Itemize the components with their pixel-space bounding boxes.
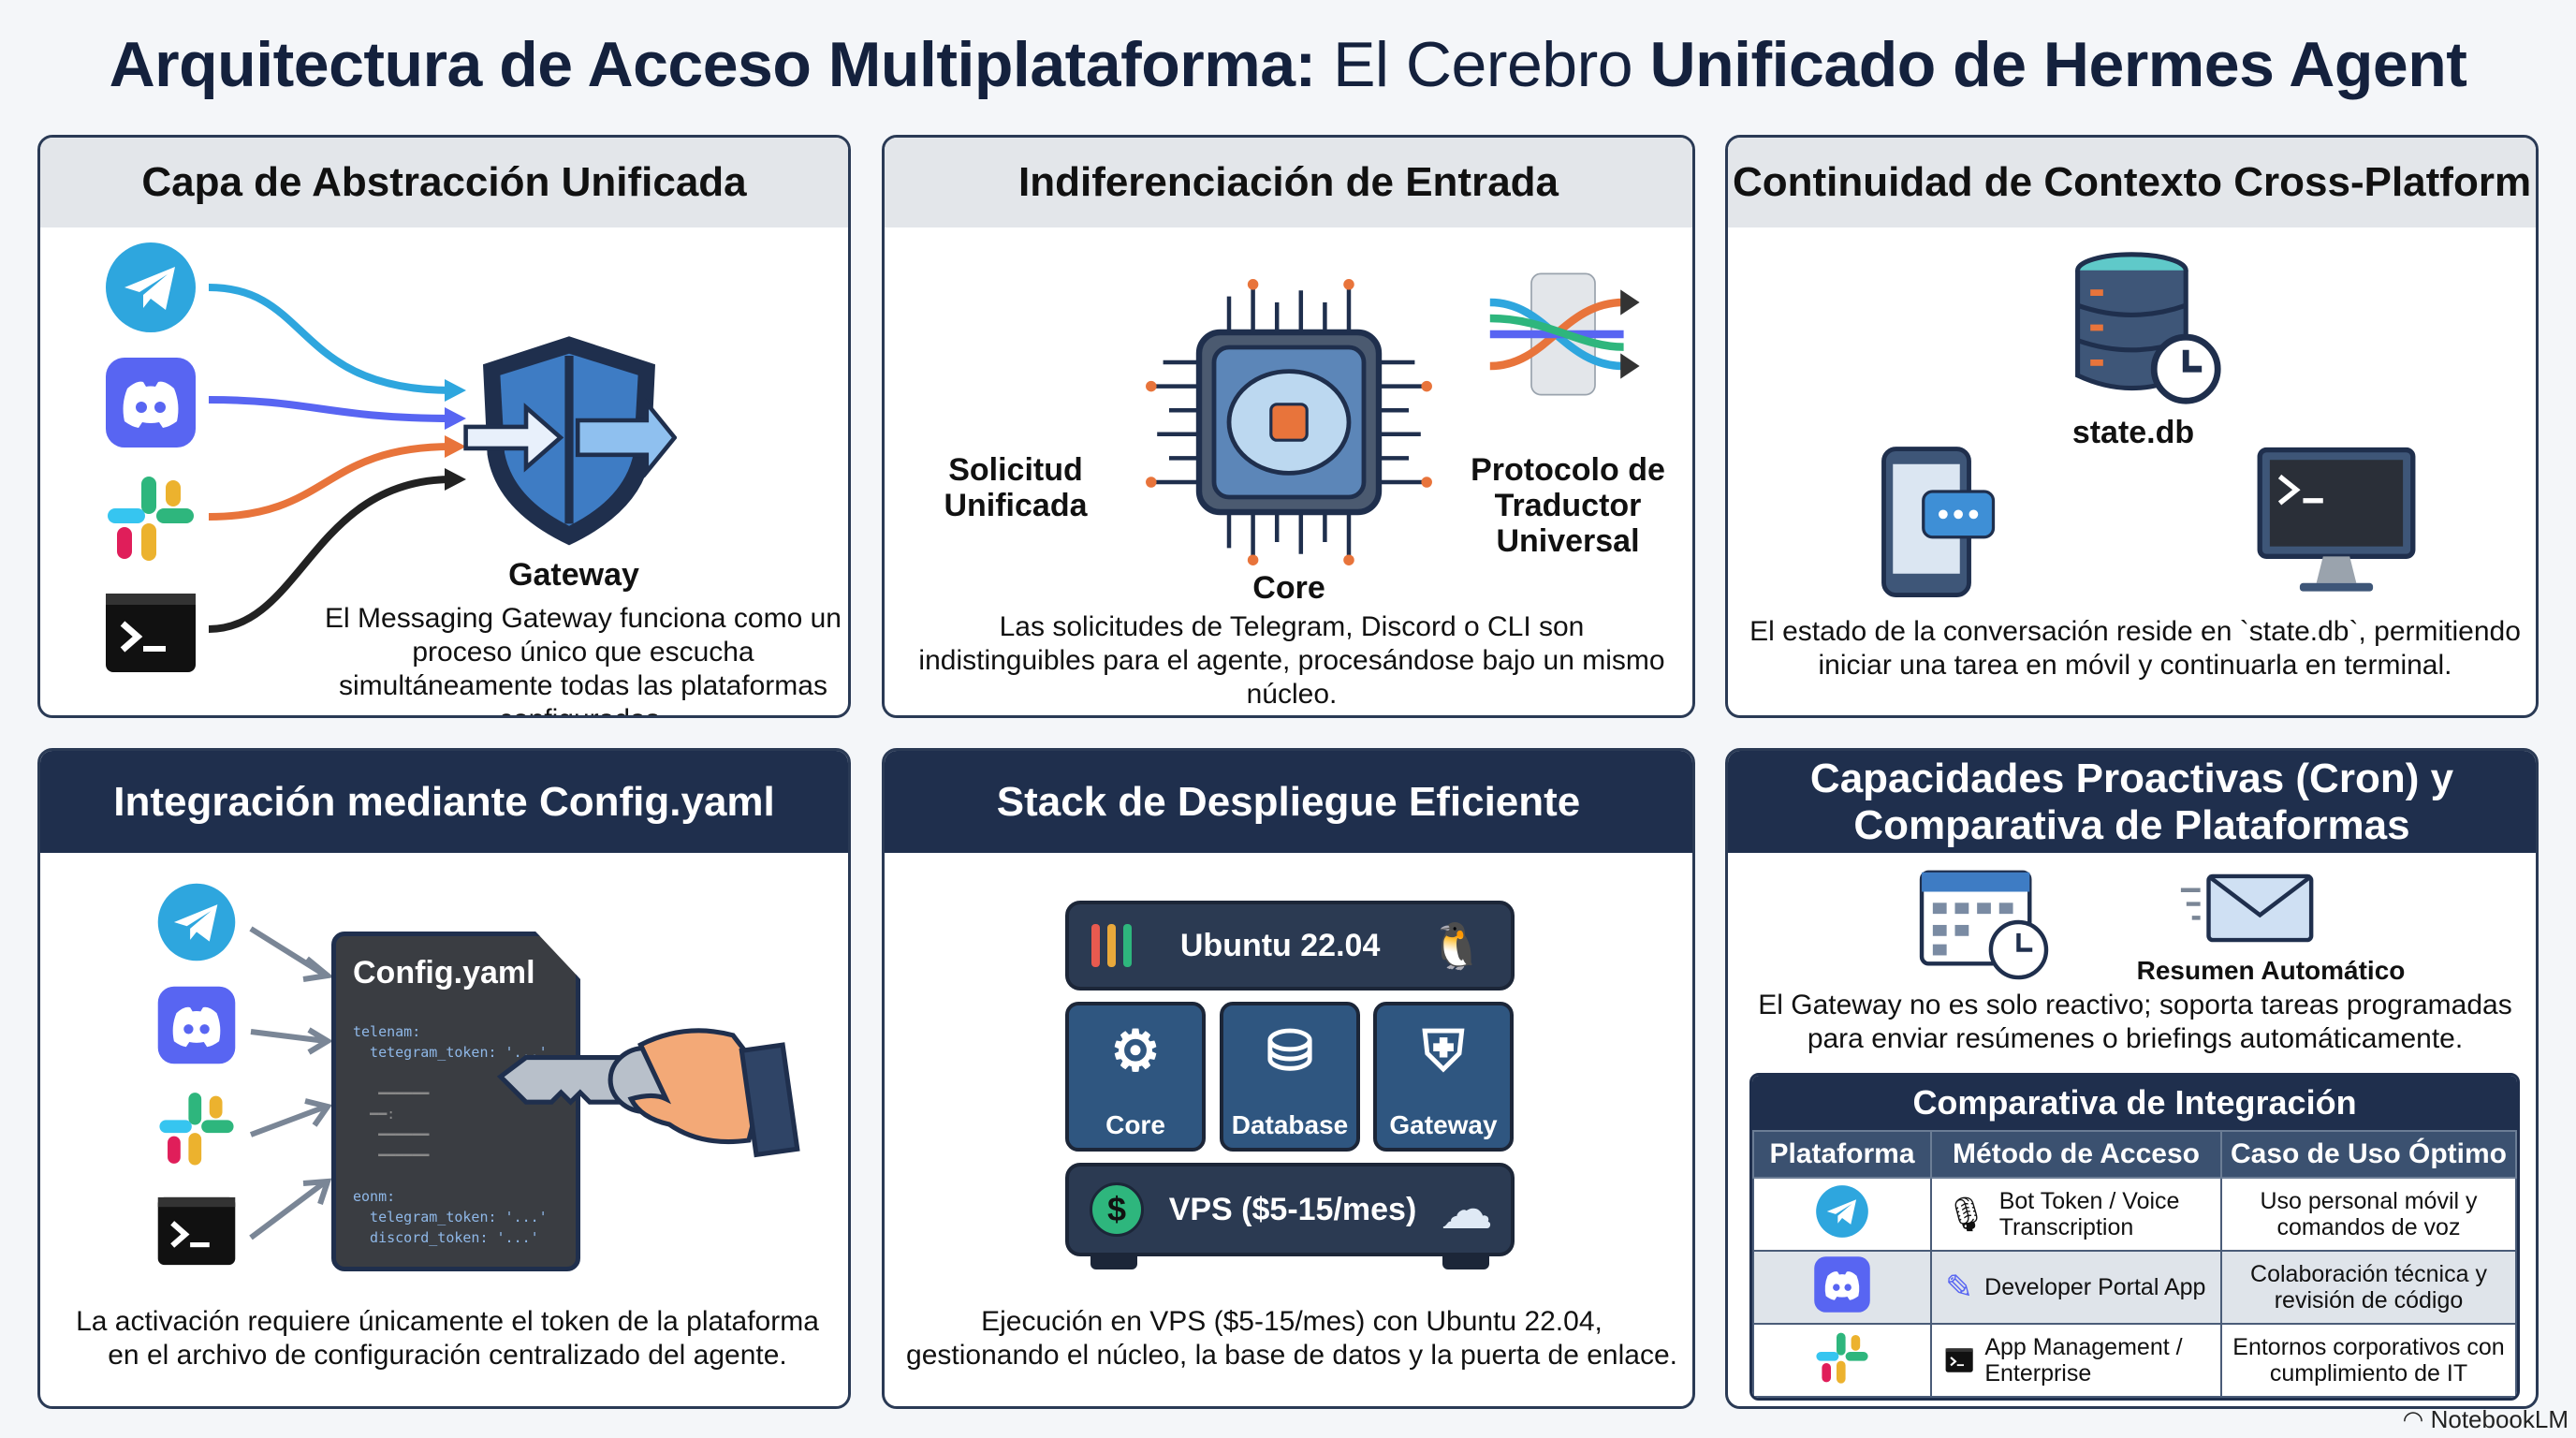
ubuntu-bar: Ubuntu 22.04 🐧 [1065,901,1515,990]
panel-description: La activación requiere únicamente el tok… [76,1306,819,1371]
panel-title: Continuidad de Contexto Cross-Platform [1728,138,2536,227]
calendar-clock-icon [1919,870,2049,980]
code-line: telenam: [353,1023,421,1040]
use-case-text: Entornos corporativos con cumplimiento d… [2220,1323,2517,1398]
method-text: Bot Token / Voice Transcription [1998,1188,2180,1240]
use-case-text: Colaboración técnica y revisión de códig… [2220,1250,2517,1325]
gateway-label: Gateway [508,557,639,593]
panel-description: Las solicitudes de Telegram, Discord o C… [918,611,1665,710]
page-title: Arquitectura de Acceso Multiplataforma: … [109,29,2467,100]
notebooklm-watermark: ◠ NotebookLM [2402,1405,2569,1433]
slack-icon [156,1088,237,1168]
discord-icon [156,985,237,1065]
slack-icon [104,471,198,565]
brain-chip-icon: ⚙ [1110,1020,1161,1082]
panel-title: Stack de Despliegue Eficiente [885,751,1692,853]
state-db-label: state.db [2071,415,2195,450]
core-label: Core [1252,570,1325,606]
cloud-icon: ☁ [1442,1181,1492,1239]
panel-deployment-stack: Stack de Despliegue Eficiente Ubuntu 22.… [882,748,1695,1409]
panel-description: El Gateway no es solo reactivo; soporta … [1758,990,2512,1054]
flow-arrows [208,284,466,633]
telegram-icon [156,882,237,962]
tile-label: Database [1231,1110,1349,1139]
microphone-icon: 🎙 [1945,1195,1988,1233]
database-clock-icon [2075,252,2221,404]
panel-context-continuity: Continuidad de Contexto Cross-Platform s… [1725,135,2539,718]
slack-icon [1814,1329,1870,1386]
gateway-shield-icon [463,336,677,546]
email-label: Resumen Automático [2136,956,2406,985]
table-row: ✎ Developer Portal App Colaboración técnic… [1752,1250,2517,1325]
edit-icon: ✎ [1945,1268,1974,1306]
code-line: eonm: [353,1188,396,1205]
column-header: Método de Acceso [1930,1130,2222,1179]
telegram-icon [1815,1184,1869,1239]
dollar-icon: $ [1090,1182,1144,1237]
input-arrows [249,926,335,1240]
tile-label: Gateway [1389,1110,1498,1139]
method-text: Developer Portal App [1984,1274,2206,1300]
terminal-monitor-icon [2257,447,2416,592]
database-icon: ⛁ [1266,1020,1314,1082]
column-header: Plataforma [1752,1130,1932,1179]
terminal-icon [104,586,198,680]
vps-label: VPS ($5-15/mes) [1168,1191,1417,1227]
vps-bar: $ VPS ($5-15/mes) ☁ [1065,1163,1515,1256]
panel-config-integration: Integración mediante Config.yaml Config.… [37,748,851,1409]
table-title: Comparativa de Integración [1752,1076,2517,1130]
panel-title: Capa de Abstracción Unificada [40,138,848,227]
telegram-icon [104,241,198,334]
linux-penguin-icon: 🐧 [1428,921,1485,972]
os-label: Ubuntu 22.04 [1179,927,1381,963]
mobile-chat-icon [1881,447,1996,597]
email-icon [2180,873,2314,943]
core-tile: Core ⚙ [1065,1002,1206,1152]
panel-input-indifference: Indiferenciación de Entrada Solicitud Un… [882,135,1695,718]
key-hand-icon [496,1028,800,1158]
core-chip-icon [1146,279,1432,565]
panel-title: Integración mediante Config.yaml [40,751,848,853]
panel-unified-abstraction: Capa de Abstracción Unificada Gateway El… [37,135,851,718]
panel-description: El Messaging Gateway funciona como un pr… [325,603,842,715]
translator-shuffle-icon [1489,272,1640,396]
translator-protocol-label: Protocolo de Traductor Universal [1471,452,1665,559]
code-line: telegram_token: '...' [353,1209,548,1225]
terminal-icon [156,1191,237,1271]
gateway-tile: Gateway ⛨ [1373,1002,1514,1152]
unified-request-label: Solicitud Unificada [944,452,1088,523]
database-tile: Database ⛁ [1220,1002,1360,1152]
use-case-text: Uso personal móvil y comandos de voz [2220,1177,2517,1252]
panel-title: Indiferenciación de Entrada [885,138,1692,227]
table-row: App Management / Enterprise Entornos corp… [1752,1323,2517,1398]
method-text: App Management / Enterprise [1984,1334,2183,1387]
discord-icon [104,356,198,449]
status-leds-icon [1091,924,1132,967]
tile-label: Core [1105,1110,1165,1139]
discord-icon [1813,1255,1871,1313]
panel-description: Ejecución en VPS ($5-15/mes) con Ubuntu … [906,1306,1677,1371]
terminal-icon [1945,1342,1973,1379]
config-file-title: Config.yaml [353,955,535,990]
code-line: discord_token: '...' [353,1229,539,1246]
column-header: Caso de Uso Óptimo [2220,1130,2517,1179]
panel-description: El estado de la conversación reside en `… [1749,616,2521,681]
table-row: 🎙 Bot Token / Voice Transcription Uso pers… [1752,1177,2517,1252]
shield-icon: ⛨ [1422,1020,1465,1082]
